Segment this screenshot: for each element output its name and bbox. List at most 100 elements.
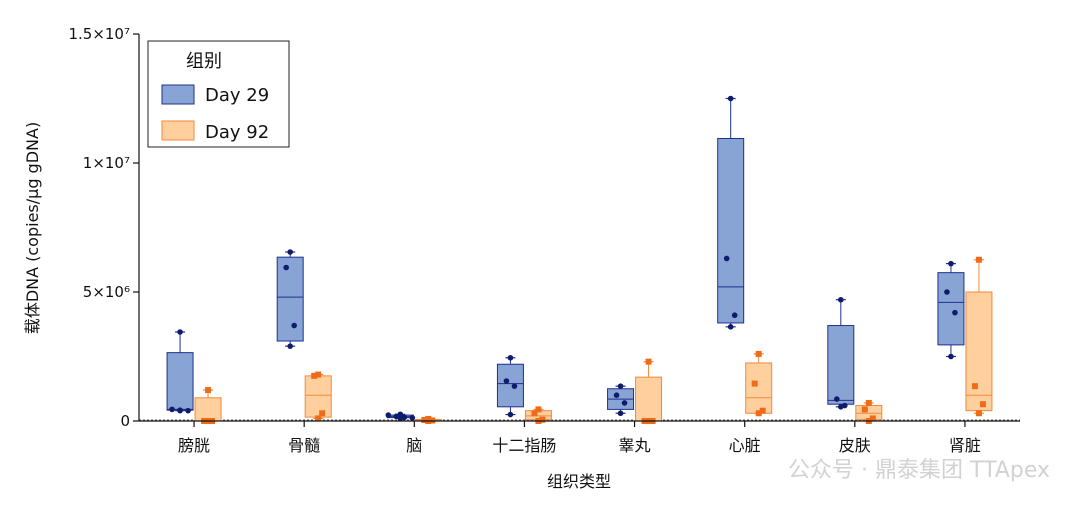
box-group xyxy=(607,383,635,417)
data-point xyxy=(952,309,958,316)
y-tick-label: 5×10⁶ xyxy=(83,283,130,301)
plot-area xyxy=(139,95,1020,424)
box xyxy=(827,325,855,405)
legend-title: 组别 xyxy=(186,51,222,72)
data-point xyxy=(727,324,734,330)
box xyxy=(276,256,304,342)
data-point xyxy=(948,260,954,267)
box-group xyxy=(496,354,524,418)
x-tick-label: 膀胱 xyxy=(178,436,210,455)
box xyxy=(965,291,993,412)
x-tick-label: 骨髓 xyxy=(288,436,320,455)
box-group xyxy=(827,296,855,410)
data-point xyxy=(755,350,762,357)
box-group xyxy=(304,371,332,422)
box-group xyxy=(937,260,965,360)
box-group xyxy=(194,387,222,424)
data-point xyxy=(507,411,514,418)
x-tick-label: 皮肤 xyxy=(839,436,871,455)
data-point xyxy=(287,249,293,255)
data-point xyxy=(975,256,982,263)
data-point xyxy=(315,371,322,378)
y-axis-title: 载体DNA (copies/μg gDNA) xyxy=(23,122,42,334)
box xyxy=(717,137,745,324)
data-point xyxy=(531,410,538,417)
data-point xyxy=(503,378,510,384)
data-point xyxy=(283,264,289,271)
data-point xyxy=(507,354,514,361)
box-group xyxy=(717,95,745,330)
data-point xyxy=(865,399,872,406)
data-point xyxy=(535,406,542,413)
box xyxy=(745,362,773,414)
data-point xyxy=(319,410,326,417)
box-group xyxy=(276,249,304,349)
data-point xyxy=(409,415,416,421)
box xyxy=(304,375,332,418)
data-point xyxy=(755,410,762,417)
data-point xyxy=(971,383,978,390)
data-point xyxy=(948,353,954,360)
box xyxy=(937,272,965,346)
box-group xyxy=(635,358,663,424)
box xyxy=(496,363,524,408)
box-group xyxy=(745,350,773,417)
box xyxy=(194,397,222,422)
y-tick-label: 0 xyxy=(120,412,130,430)
data-point xyxy=(401,414,408,421)
box-group xyxy=(414,415,442,424)
data-point xyxy=(723,255,730,262)
box-group xyxy=(965,256,993,417)
legend-label-day-29: Day 29 xyxy=(205,85,269,106)
x-axis-title: 组织类型 xyxy=(547,472,611,491)
data-point xyxy=(842,402,848,409)
data-point xyxy=(421,416,428,423)
data-point xyxy=(751,380,758,387)
watermark: 公众号 · 鼎泰集团 TTApex xyxy=(788,458,1050,483)
y-tick-label: 1.5×10⁷ xyxy=(68,25,130,43)
data-point xyxy=(731,312,738,319)
x-tick-label: 十二指肠 xyxy=(492,436,556,455)
data-point xyxy=(869,415,876,422)
legend-label-day-92: Day 92 xyxy=(205,122,269,143)
box-group xyxy=(385,411,416,422)
data-point xyxy=(291,322,297,329)
data-point xyxy=(613,392,620,399)
data-point xyxy=(287,343,293,349)
data-point xyxy=(759,407,766,414)
data-point xyxy=(617,383,624,389)
data-point xyxy=(861,406,868,413)
y-tick-label: 1×10⁷ xyxy=(83,154,130,172)
x-tick-label: 睾丸 xyxy=(619,436,651,455)
data-point xyxy=(315,415,322,422)
data-point xyxy=(311,372,318,379)
data-point xyxy=(539,416,546,423)
data-point xyxy=(838,296,844,303)
data-point xyxy=(621,400,628,406)
data-point xyxy=(205,387,212,394)
data-point xyxy=(177,407,183,413)
data-point xyxy=(645,358,652,365)
x-tick-label: 脑 xyxy=(406,436,422,455)
data-point xyxy=(511,383,518,389)
data-point xyxy=(834,396,840,402)
x-tick-label: 肾脏 xyxy=(949,436,981,455)
data-point xyxy=(177,329,183,335)
data-point xyxy=(727,95,734,102)
box xyxy=(166,352,194,411)
legend-swatch-day-92 xyxy=(161,120,195,141)
data-point xyxy=(393,413,400,420)
data-point xyxy=(944,289,950,295)
data-point xyxy=(617,410,624,417)
box xyxy=(855,405,883,421)
axis-ticks: 0 5×10⁶ 1×10⁷ 1.5×10⁷ 膀胱 骨髓 脑 十二指肠 睾丸 心脏 皮肤 肾脏 xyxy=(68,25,980,455)
data-point xyxy=(975,410,982,417)
legend-swatch-day-29 xyxy=(161,84,195,105)
legend: 组别 Day 29 Day 92 xyxy=(147,40,290,148)
box xyxy=(635,376,663,422)
data-point xyxy=(979,401,986,408)
data-point xyxy=(185,407,191,414)
x-tick-label: 心脏 xyxy=(729,436,761,455)
data-point xyxy=(385,412,392,418)
